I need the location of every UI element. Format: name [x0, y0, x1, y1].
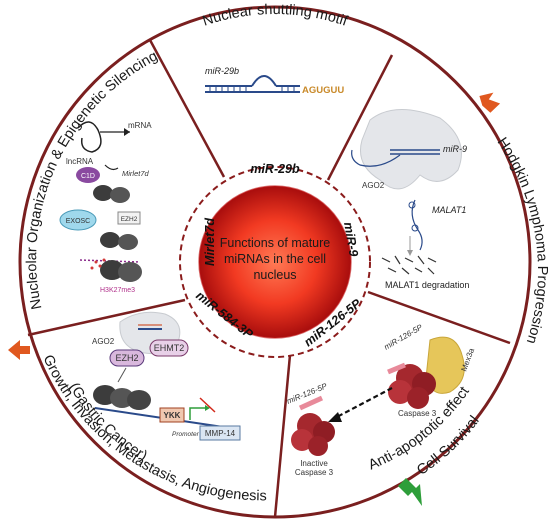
rna-hairpin-icon [205, 75, 300, 93]
panel-right-mirna: miR-9 [443, 144, 467, 154]
panel-left-lncrna: lncRNA [66, 157, 94, 166]
nucleosome-icon [100, 260, 142, 282]
green-arrow-icon [398, 478, 422, 506]
center-title-line1: Functions of mature [220, 236, 331, 250]
ago2-protein-icon [360, 109, 462, 190]
ring-label-mirlet7d: Mirlet7d [203, 218, 217, 266]
ezh2-badge [117, 211, 141, 225]
panel-bottom-left-ezh: EZH2 [115, 353, 138, 363]
ring-label-mir9: miR-9 [341, 221, 361, 258]
ring-label-mir29b: miR-29b [250, 162, 300, 176]
panel-left-h3k: H3K27me3 [100, 287, 135, 294]
panel-left-mirlet: Mirlet7d [122, 169, 150, 178]
center-title-line3: nucleus [253, 268, 296, 282]
panel-top-motif: AGUGUU [302, 85, 344, 96]
exosc-badge [59, 209, 97, 231]
mmp14-badge [199, 425, 241, 441]
panel-left: mRNA lncRNA C1D Mirlet7d EXOSC EZH2 H3K2… [59, 121, 152, 294]
nucleosome-icon [93, 385, 151, 410]
panel-left-c1d: C1D [81, 173, 95, 180]
methyl-dots [90, 258, 106, 270]
ezh2-badge [109, 349, 145, 367]
orange-arrow-icon [479, 92, 501, 113]
panel-right-ago: AGO2 [362, 181, 385, 190]
c1d-badge [76, 167, 100, 183]
nucleus-core [199, 186, 351, 338]
sector-dividers [27, 39, 511, 518]
panel-bottom-right-inactive-1: Inactive [300, 459, 328, 468]
center-title-line2: miRNAs in the cell [224, 252, 326, 266]
panel-left-exosc: EXOSC [66, 218, 91, 225]
yk-badge [159, 407, 185, 423]
caspase-icon [388, 364, 436, 409]
ehmt2-badge [149, 339, 189, 357]
panel-left-mrna: mRNA [128, 121, 152, 130]
caspase-icon [291, 413, 335, 456]
panel-top-mirna-label: miR-29b [205, 66, 239, 76]
nucleosome-icon [93, 185, 130, 203]
panel-top: miR-29b AGUGUU [205, 66, 344, 96]
panel-right-degradation: MALAT1 degradation [385, 280, 469, 290]
panel-bottom-left-ehmt: EHMT2 [154, 343, 185, 353]
panel-bottom-left-mmp: MMP-14 [205, 429, 236, 438]
panel-bottom-left-ago: AGO2 [92, 337, 115, 346]
panel-left-ezh: EZH2 [121, 216, 138, 223]
nucleosome-icon [100, 232, 138, 250]
panel-right: miR-9 AGO2 MALAT1 MALAT1 degradation [351, 109, 469, 290]
panel-bottom-right-caspase: Caspase 3 [398, 409, 437, 418]
orange-arrow-icon [8, 340, 30, 360]
panel-bottom-left-yk: YKK [164, 411, 181, 420]
panel-bottom-left-promoter: Promoter [172, 431, 200, 438]
fragment-icons [381, 255, 437, 275]
panel-right-target: MALAT1 [432, 205, 466, 215]
rna-hairpin-icon [77, 121, 102, 153]
panel-bottom-left: AGO2 EZH2 EHMT2 YKK Promoter MMP-14 [92, 311, 241, 441]
panel-bottom-right-inactive-2: Caspase 3 [295, 468, 334, 477]
